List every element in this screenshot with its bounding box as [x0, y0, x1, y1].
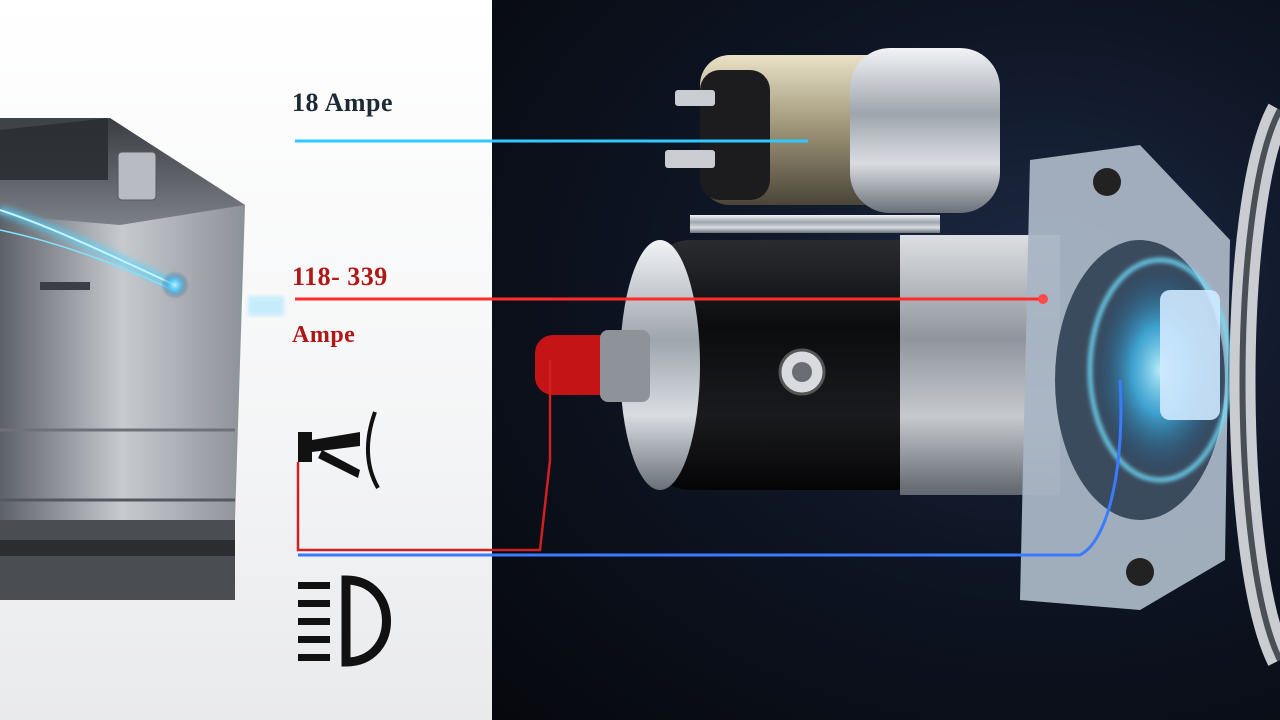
top-current-label: 18 Ampe — [292, 88, 393, 117]
battery-glow-wires — [0, 207, 284, 316]
wiper-icon — [298, 411, 380, 489]
connection-lines — [295, 137, 1123, 559]
battery — [0, 118, 245, 600]
middle-current-unit: Ampe — [292, 322, 356, 348]
headlight-icon — [298, 575, 391, 667]
middle-current-value: 118- 339 — [292, 262, 388, 291]
